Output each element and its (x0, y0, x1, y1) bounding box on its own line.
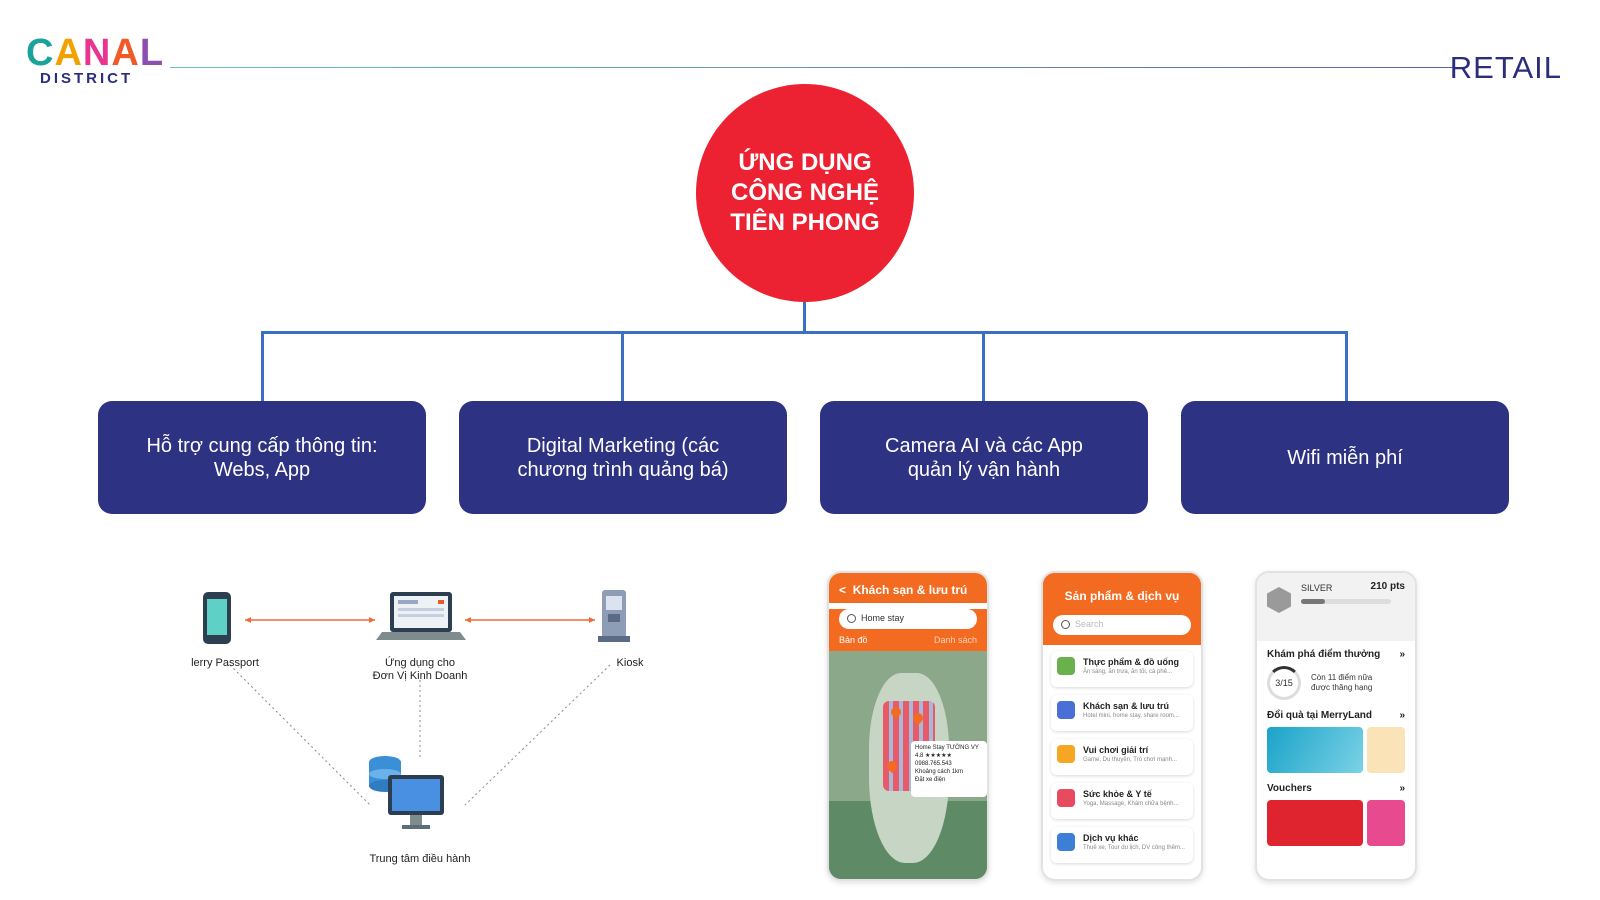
bed-icon (1057, 701, 1075, 719)
chevron-right-icon: » (1399, 649, 1405, 660)
silver-badge-icon (1267, 587, 1291, 613)
points-ring: 3/15 (1267, 666, 1301, 700)
network-diagram (203, 590, 630, 829)
laptop-icon (376, 592, 466, 640)
sailboat-icon (1057, 745, 1075, 763)
central-topic-circle: ỨNG DỤNG CÔNG NGHỆ TIÊN PHONG (696, 84, 914, 302)
vouchers-section[interactable]: Vouchers» (1267, 783, 1405, 794)
hotel-popup-card[interactable]: Home Stay TƯỜNG VY 4.8 ★★★★★ 0988.765.54… (911, 741, 987, 797)
logo-wordmark: CANAL (26, 32, 165, 74)
connector-drop-1 (261, 331, 264, 401)
link-kiosk-center (464, 664, 611, 806)
tier-progress-bar (1301, 599, 1391, 604)
chevron-right-icon: » (1399, 710, 1405, 721)
connector-drop-2 (621, 331, 624, 401)
phone-services-title: Sản phẩm & dịch vụ (1043, 573, 1201, 609)
explore-rewards-section[interactable]: Khám phá điểm thưởng» (1267, 649, 1405, 660)
category-camera-ai: Camera AI và các App quản lý vận hành (820, 401, 1148, 514)
section-title: RETAIL (1449, 50, 1562, 85)
health-icon (1057, 789, 1075, 807)
gift-banner[interactable] (1366, 727, 1405, 773)
phone-services: Sản phẩm & dịch vụ Search Thực phẩm & đồ… (1041, 571, 1203, 881)
node-label-business-app: Ứng dụng cho Đơn Vị Kinh Doanh (372, 657, 468, 682)
smartphone-icon (203, 592, 231, 644)
connector-bar (261, 331, 1348, 334)
services-icon (1057, 833, 1075, 851)
database-monitor-icon (369, 756, 444, 829)
food-icon (1057, 657, 1075, 675)
points-value: 210 pts (1370, 581, 1405, 592)
phone-hotel-map: < Khách sạn & lưu trú Home stay Bản đồ D… (827, 571, 989, 881)
tier-name: SILVER (1301, 583, 1333, 593)
category-info-support: Hỗ trợ cung cấp thông tin: Webs, App (98, 401, 426, 514)
chevron-right-icon: » (1399, 783, 1405, 794)
membership-header: SILVER 210 pts (1257, 573, 1415, 641)
connector-drop-3 (982, 331, 985, 401)
connector-trunk (803, 302, 806, 332)
gift-banner[interactable] (1267, 727, 1363, 773)
services-search-input[interactable]: Search (1053, 615, 1191, 635)
hotel-search-input[interactable]: Home stay (839, 609, 977, 629)
link-passport-center (229, 664, 371, 806)
kiosk-icon (598, 590, 630, 642)
node-label-kiosk: Kiosk (616, 657, 644, 669)
connector-drop-4 (1345, 331, 1348, 401)
gift-section[interactable]: Đổi quà tại MerryLand» (1267, 710, 1405, 721)
points-remaining-text: Còn 11 điểm nữa được thăng hạng (1311, 673, 1373, 692)
tab-map[interactable]: Bản đồ (839, 635, 868, 645)
phone-hotel-header: < Khách sạn & lưu trú (829, 573, 987, 603)
tab-list[interactable]: Danh sách (933, 635, 977, 645)
voucher-banner[interactable] (1267, 800, 1363, 846)
voucher-banner[interactable] (1366, 800, 1405, 846)
header-divider (170, 67, 1466, 68)
canal-district-logo: CANAL DISTRICT (26, 34, 166, 94)
hotel-map[interactable]: Home Stay TƯỜNG VY 4.8 ★★★★★ 0988.765.54… (829, 651, 987, 879)
category-free-wifi: Wifi miễn phí (1181, 401, 1509, 514)
node-label-passport: lerry Passport (191, 657, 259, 669)
category-digital-marketing: Digital Marketing (các chương trình quản… (459, 401, 787, 514)
phone-hotel-title: Khách sạn & lưu trú (852, 583, 968, 597)
back-icon[interactable]: < (839, 583, 847, 597)
phone-rewards: SILVER 210 pts Khám phá điểm thưởng» 3/1… (1255, 571, 1417, 881)
logo-subtitle: DISTRICT (40, 70, 134, 87)
node-label-operations-center: Trung tâm điều hành (369, 853, 471, 865)
